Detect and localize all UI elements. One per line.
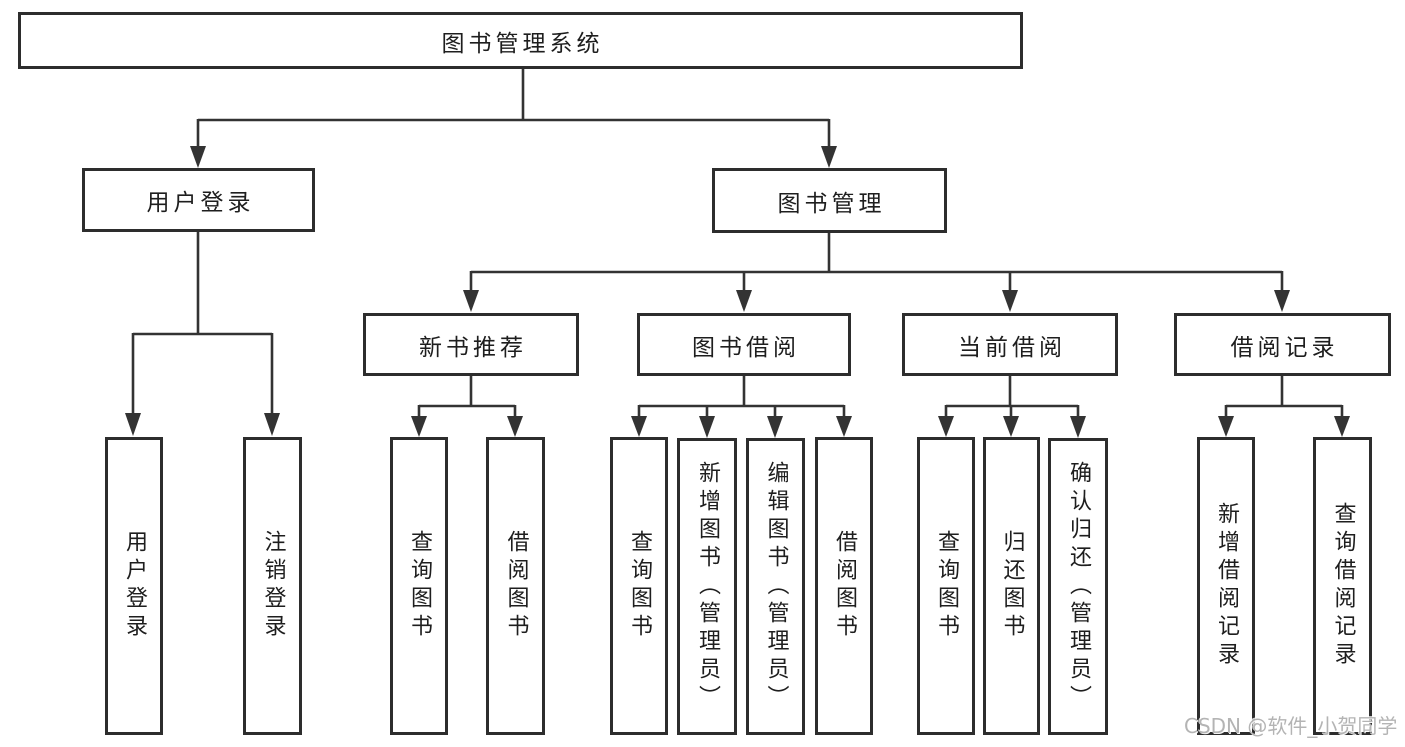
- leaf-borrow-edit-books-admin: 编辑图书（管理员）: [746, 438, 805, 735]
- leaf-borrow-add-books-admin: 新增图书（管理员）: [677, 438, 737, 735]
- node-borrow-records: 借阅记录: [1174, 313, 1391, 376]
- node-book-borrow: 图书借阅: [637, 313, 851, 376]
- leaf-borrow-borrow-books: 借阅图书: [815, 437, 873, 735]
- node-book-management: 图书管理: [712, 168, 947, 233]
- leaf-records-query-record: 查询借阅记录: [1313, 437, 1372, 735]
- leaf-recommend-query-books: 查询图书: [390, 437, 448, 735]
- leaf-logout: 注销登录: [243, 437, 302, 735]
- leaf-current-query-books: 查询图书: [917, 437, 975, 735]
- node-new-book-recommend: 新书推荐: [363, 313, 579, 376]
- leaf-user-login: 用户登录: [105, 437, 163, 735]
- leaf-records-add-record: 新增借阅记录: [1197, 437, 1255, 735]
- leaf-current-confirm-return-admin: 确认归还（管理员）: [1048, 438, 1108, 735]
- leaf-borrow-query-books: 查询图书: [610, 437, 668, 735]
- node-library-system: 图书管理系统: [18, 12, 1023, 69]
- csdn-watermark: CSDN @软件_小贺同学: [1184, 714, 1398, 738]
- leaf-recommend-borrow-books: 借阅图书: [486, 437, 545, 735]
- node-user-login: 用户登录: [82, 168, 315, 232]
- leaf-current-return-books: 归还图书: [983, 437, 1040, 735]
- node-current-borrow: 当前借阅: [902, 313, 1118, 376]
